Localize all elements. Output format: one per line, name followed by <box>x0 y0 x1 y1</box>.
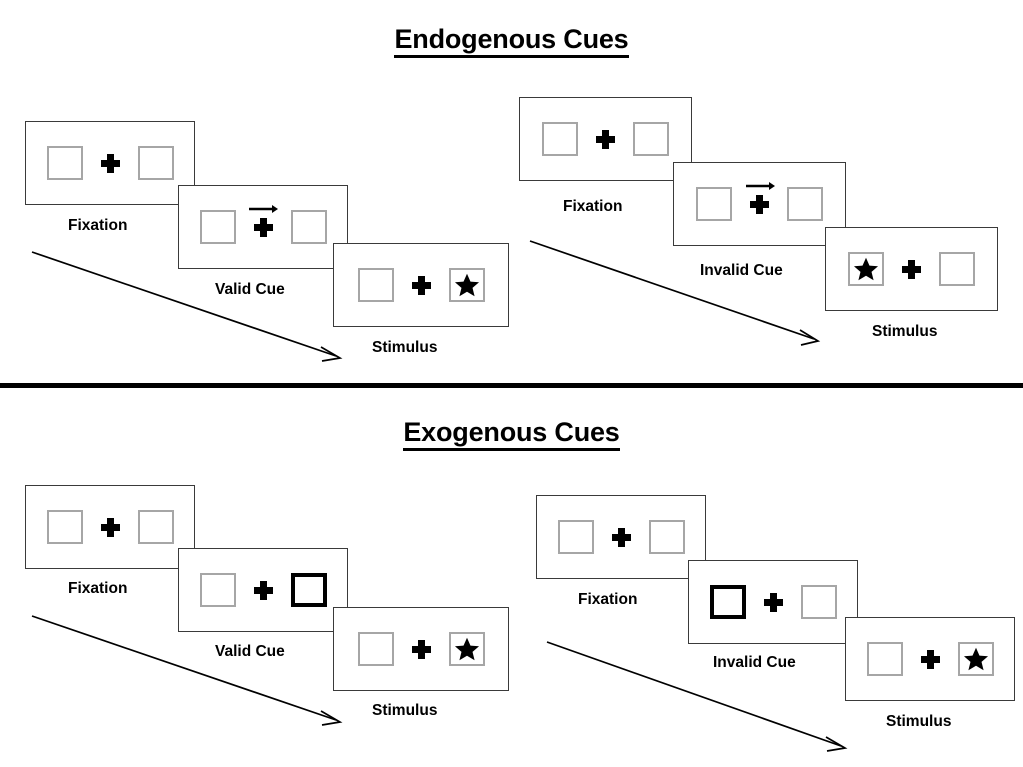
left-box <box>199 573 236 607</box>
caption-exogenous-invalid-stimulus: Stimulus <box>886 713 952 730</box>
panel-endogenous-valid-fixation <box>25 121 195 205</box>
caption-endogenous-valid-stimulus: Stimulus <box>372 339 438 356</box>
star-stimulus-icon <box>454 273 479 297</box>
panel-inner <box>357 268 485 302</box>
flow-arrow-exogenous-invalid <box>545 638 855 756</box>
panel-inner <box>542 122 669 156</box>
caption-endogenous-valid-cue: Valid Cue <box>215 281 285 298</box>
left-box <box>46 146 83 180</box>
panel-exogenous-invalid-cue <box>688 560 858 644</box>
fixation-cross-icon <box>745 181 775 214</box>
right-box-cued <box>290 573 327 607</box>
panel-endogenous-invalid-stimulus <box>825 227 998 311</box>
fixation-cross-icon <box>100 517 120 537</box>
fixation-cross-icon <box>920 649 940 669</box>
section-title-endogenous: Endogenous Cues <box>0 24 1023 58</box>
left-box <box>46 510 83 544</box>
panel-endogenous-invalid-cue <box>673 162 846 246</box>
fixation-cross-icon <box>253 580 273 600</box>
panel-endogenous-valid-cue <box>178 185 348 269</box>
fixation-cross-icon <box>763 592 783 612</box>
panel-inner <box>46 510 174 544</box>
panel-inner <box>199 204 327 244</box>
fixation-cross-icon <box>596 129 615 149</box>
left-box <box>696 187 732 221</box>
panel-inner <box>46 146 174 180</box>
right-box <box>648 520 685 554</box>
fixation-cross-icon <box>902 259 921 279</box>
flow-arrow-endogenous-invalid <box>528 238 828 348</box>
caption-endogenous-invalid-stimulus: Stimulus <box>872 323 938 340</box>
panel-exogenous-valid-cue <box>178 548 348 632</box>
right-box <box>633 122 669 156</box>
caption-exogenous-invalid-cue: Invalid Cue <box>713 654 796 671</box>
caption-exogenous-valid-cue: Valid Cue <box>215 643 285 660</box>
panel-inner <box>357 632 485 666</box>
star-stimulus-icon <box>853 257 879 281</box>
caption-exogenous-invalid-fixation: Fixation <box>578 591 638 608</box>
left-box <box>557 520 594 554</box>
right-box <box>800 585 837 619</box>
fixation-cross-icon <box>100 153 120 173</box>
left-box <box>866 642 903 676</box>
cue-arrow-right-icon <box>248 203 278 215</box>
section-divider <box>0 383 1023 388</box>
star-stimulus-icon <box>454 637 479 661</box>
panel-inner <box>199 573 327 607</box>
right-box <box>290 210 327 244</box>
left-box <box>199 210 236 244</box>
panel-exogenous-invalid-fixation <box>536 495 706 579</box>
panel-exogenous-valid-stimulus <box>333 607 509 691</box>
left-box <box>542 122 578 156</box>
section-title-exogenous: Exogenous Cues <box>0 417 1023 451</box>
panel-inner <box>866 642 994 676</box>
panel-exogenous-valid-fixation <box>25 485 195 569</box>
panel-endogenous-invalid-fixation <box>519 97 692 181</box>
left-box <box>848 252 884 286</box>
fixation-cross-icon <box>611 527 631 547</box>
panel-inner <box>848 252 975 286</box>
panel-exogenous-invalid-stimulus <box>845 617 1015 701</box>
right-box <box>787 187 823 221</box>
section-title-endogenous-text: Endogenous Cues <box>394 24 629 58</box>
panel-inner <box>557 520 685 554</box>
right-box <box>137 146 174 180</box>
right-box <box>957 642 994 676</box>
fixation-cross-icon <box>249 204 278 237</box>
caption-endogenous-invalid-fixation: Fixation <box>563 198 623 215</box>
caption-exogenous-valid-fixation: Fixation <box>68 580 128 597</box>
fixation-cross-icon <box>411 275 431 295</box>
right-box <box>448 632 485 666</box>
cue-arrow-right-icon <box>745 180 775 192</box>
panel-endogenous-valid-stimulus <box>333 243 509 327</box>
fixation-cross-icon <box>411 639 431 659</box>
caption-endogenous-invalid-cue: Invalid Cue <box>700 262 783 279</box>
star-stimulus-icon <box>963 647 988 671</box>
caption-endogenous-valid-fixation: Fixation <box>68 217 128 234</box>
left-box-cued <box>709 585 746 619</box>
section-title-exogenous-text: Exogenous Cues <box>403 417 620 451</box>
left-box <box>357 632 394 666</box>
caption-exogenous-valid-stimulus: Stimulus <box>372 702 438 719</box>
right-box <box>448 268 485 302</box>
right-box <box>939 252 975 286</box>
right-box <box>137 510 174 544</box>
panel-inner <box>696 181 823 221</box>
panel-inner <box>709 585 837 619</box>
left-box <box>357 268 394 302</box>
